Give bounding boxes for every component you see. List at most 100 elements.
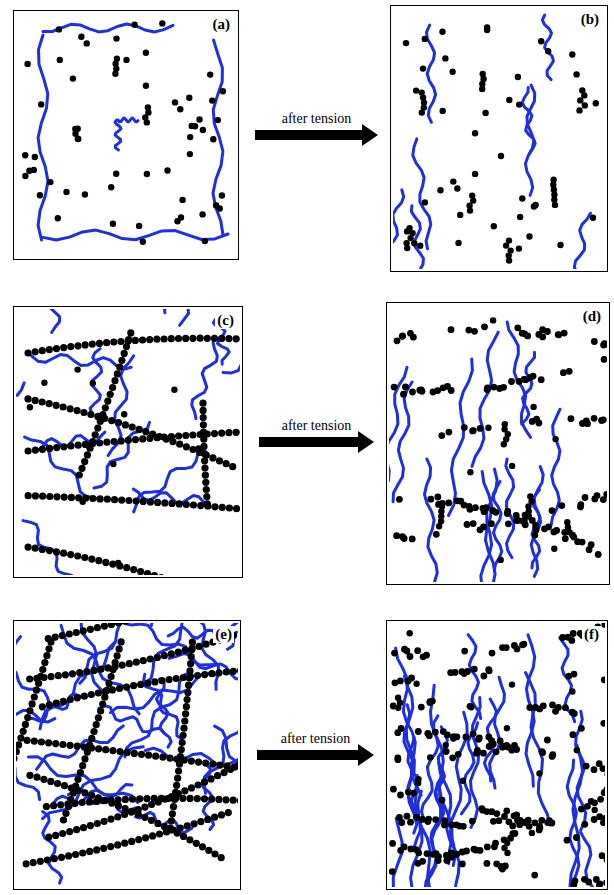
particle	[420, 65, 426, 71]
particle	[73, 826, 80, 833]
particle	[570, 630, 577, 637]
particle	[441, 817, 448, 824]
particle	[182, 335, 189, 342]
particle	[68, 494, 75, 501]
particle	[142, 428, 149, 435]
particle	[155, 798, 162, 805]
particle	[140, 657, 147, 664]
particle	[131, 22, 137, 28]
particle	[32, 447, 39, 454]
particle	[88, 792, 95, 799]
particle	[196, 643, 203, 650]
particle	[65, 852, 72, 859]
particle	[173, 782, 180, 789]
particle	[114, 841, 121, 848]
particle	[27, 404, 33, 410]
particle	[53, 548, 60, 555]
particle	[581, 92, 587, 98]
particle	[67, 405, 74, 412]
particle	[583, 417, 590, 424]
particle	[200, 414, 207, 421]
particle	[483, 504, 490, 511]
particle	[454, 733, 461, 740]
particle	[16, 748, 20, 755]
fiber	[145, 623, 209, 684]
particle	[422, 36, 428, 42]
particle	[62, 810, 69, 817]
fiber	[525, 85, 534, 195]
particle	[582, 102, 588, 108]
particle	[75, 136, 81, 142]
fiber	[396, 648, 422, 795]
particle	[94, 820, 101, 827]
panel-frame: (f)	[386, 620, 608, 890]
particle	[389, 840, 396, 847]
particle	[596, 883, 603, 887]
particle	[161, 434, 168, 441]
fiber	[581, 832, 602, 887]
particle	[103, 687, 110, 694]
particle	[602, 815, 605, 822]
particle	[583, 763, 590, 770]
particle	[404, 813, 411, 820]
particle	[24, 61, 30, 67]
particle	[466, 503, 472, 509]
particle	[182, 710, 189, 717]
particle	[432, 816, 439, 823]
particle	[208, 775, 215, 782]
particle	[144, 171, 150, 177]
particle	[24, 395, 31, 402]
particle	[482, 110, 488, 116]
particle	[509, 823, 516, 830]
particle	[203, 486, 210, 493]
particle	[88, 735, 95, 742]
particle	[38, 738, 45, 745]
particle	[129, 623, 136, 624]
particle	[560, 369, 567, 376]
particle	[57, 57, 63, 63]
particle	[191, 820, 198, 827]
particle	[158, 574, 165, 575]
particle	[87, 411, 94, 418]
fiber	[179, 309, 189, 325]
fiber	[94, 422, 150, 488]
particle	[562, 535, 569, 542]
fiber	[43, 230, 228, 240]
particle	[168, 500, 175, 507]
particle	[84, 749, 91, 756]
particle	[126, 660, 133, 667]
particle	[107, 391, 114, 398]
particle	[464, 521, 471, 528]
particle	[211, 850, 218, 857]
particle	[455, 751, 462, 758]
particle	[100, 797, 107, 804]
particle	[80, 409, 87, 416]
particle	[201, 671, 208, 678]
particle	[153, 336, 160, 343]
particle	[23, 860, 30, 867]
particle	[102, 404, 109, 411]
particle	[551, 546, 557, 552]
particle	[151, 678, 158, 685]
particle	[519, 641, 526, 648]
fiber	[108, 356, 134, 456]
particle	[128, 808, 135, 815]
particle	[172, 99, 178, 105]
particle	[73, 629, 80, 636]
particle	[463, 734, 470, 741]
particle	[78, 34, 84, 40]
particle	[112, 71, 118, 77]
particle	[409, 536, 416, 543]
particle	[604, 771, 605, 778]
particle	[427, 496, 434, 503]
particle	[188, 784, 195, 791]
particle	[109, 384, 116, 391]
particle	[159, 20, 165, 26]
particle	[448, 326, 455, 333]
particle	[438, 432, 445, 439]
particle	[161, 796, 168, 803]
particle	[136, 426, 143, 433]
particle	[53, 402, 60, 409]
particle	[51, 855, 58, 862]
particle	[122, 623, 129, 625]
